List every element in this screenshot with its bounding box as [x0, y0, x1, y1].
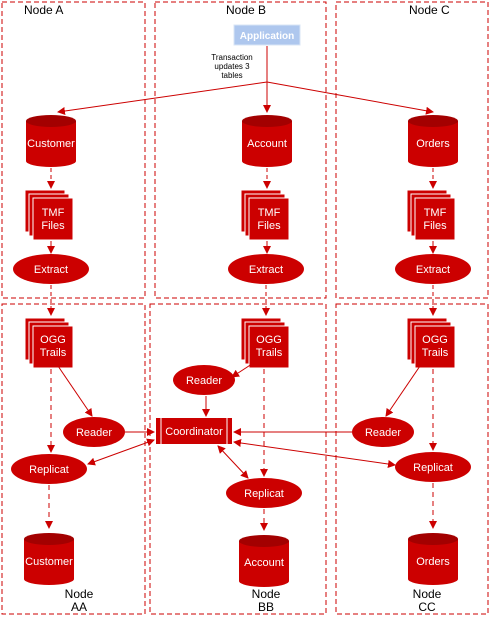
svg-text:Replicat: Replicat [29, 464, 69, 476]
arrow-coordinator-replicat-a [87, 438, 155, 466]
svg-text:Trails: Trails [256, 347, 283, 359]
extract-c: Extract [395, 254, 471, 284]
svg-text:Application: Application [240, 31, 294, 42]
svg-text:Files: Files [257, 220, 281, 232]
svg-text:OGG: OGG [40, 334, 66, 346]
arrow-coordinator-replicat-b [217, 445, 249, 479]
node-aa-label-line1: Node [65, 587, 94, 601]
cylinder-source-account: Account [242, 115, 292, 167]
arrow-ogg-c-to-reader-c [385, 365, 421, 417]
svg-text:Reader: Reader [76, 427, 112, 439]
svg-text:Coordinator: Coordinator [165, 426, 223, 438]
svg-text:Orders: Orders [416, 556, 450, 568]
svg-text:Files: Files [423, 220, 447, 232]
svg-text:Extract: Extract [249, 264, 283, 276]
svg-text:TMF: TMF [424, 207, 447, 219]
node-b-box [154, 1, 327, 299]
coordinator-box: Coordinator [156, 418, 232, 444]
transaction-note-line1: Transaction [211, 53, 253, 62]
arrow-app-to-orders [266, 81, 434, 115]
transaction-note-line3: tables [221, 71, 242, 80]
node-bb-label-line2: BB [258, 600, 274, 614]
svg-text:OGG: OGG [422, 334, 448, 346]
cylinder-target-account: Account [239, 535, 289, 587]
extract-a: Extract [13, 254, 89, 284]
svg-text:Account: Account [244, 557, 284, 569]
arrow-ogg-b-to-reader-b [231, 359, 259, 378]
ogg-trails-b: OGG Trails [240, 317, 290, 369]
replicat-b: Replicat [226, 478, 302, 508]
node-aa-label-line2: AA [71, 600, 87, 614]
tmf-files-c: TMF Files [406, 189, 456, 241]
arrow-coordinator-replicat-c [233, 439, 396, 468]
replicat-a: Replicat [11, 454, 87, 484]
node-cc-label-line1: Node [413, 587, 442, 601]
node-c-box [335, 1, 489, 299]
svg-text:Account: Account [247, 138, 287, 150]
svg-text:TMF: TMF [42, 207, 65, 219]
cylinder-target-orders: Orders [408, 533, 458, 585]
replicat-c: Replicat [395, 452, 471, 482]
svg-text:TMF: TMF [258, 207, 281, 219]
svg-text:Trails: Trails [40, 347, 67, 359]
svg-text:Reader: Reader [186, 375, 222, 387]
svg-text:Replicat: Replicat [413, 462, 453, 474]
reader-c: Reader [352, 417, 414, 447]
svg-text:Orders: Orders [416, 138, 450, 150]
cylinder-source-customer: Customer [26, 115, 76, 167]
svg-text:Trails: Trails [422, 347, 449, 359]
node-c-label: Node C [409, 3, 450, 17]
node-bb-box [149, 303, 327, 615]
svg-text:Reader: Reader [365, 427, 401, 439]
svg-text:Extract: Extract [34, 264, 68, 276]
svg-text:OGG: OGG [256, 334, 282, 346]
svg-text:Extract: Extract [416, 264, 450, 276]
svg-text:Files: Files [41, 220, 65, 232]
svg-text:Customer: Customer [25, 556, 73, 568]
node-bb-label-line1: Node [252, 587, 281, 601]
ogg-trails-c: OGG Trails [406, 317, 456, 369]
node-a-label: Node A [24, 3, 63, 17]
cylinder-source-orders: Orders [408, 115, 458, 167]
node-a-box [1, 1, 146, 299]
ogg-trails-a: OGG Trails [24, 317, 74, 369]
tmf-files-a: TMF Files [24, 189, 74, 241]
svg-text:Replicat: Replicat [244, 488, 284, 500]
application-box: Application [233, 24, 301, 46]
reader-a: Reader [63, 417, 125, 447]
arrow-app-to-customer [57, 81, 268, 115]
node-cc-label-line2: CC [418, 600, 436, 614]
cylinder-target-customer: Customer [24, 533, 74, 585]
tmf-files-b: TMF Files [240, 189, 290, 241]
arrow-ogg-a-to-reader-a [57, 365, 93, 417]
transaction-note-line2: updates 3 [214, 62, 250, 71]
extract-b: Extract [228, 254, 304, 284]
svg-text:Customer: Customer [27, 138, 75, 150]
node-b-label: Node B [226, 3, 266, 17]
reader-b: Reader [173, 365, 235, 395]
